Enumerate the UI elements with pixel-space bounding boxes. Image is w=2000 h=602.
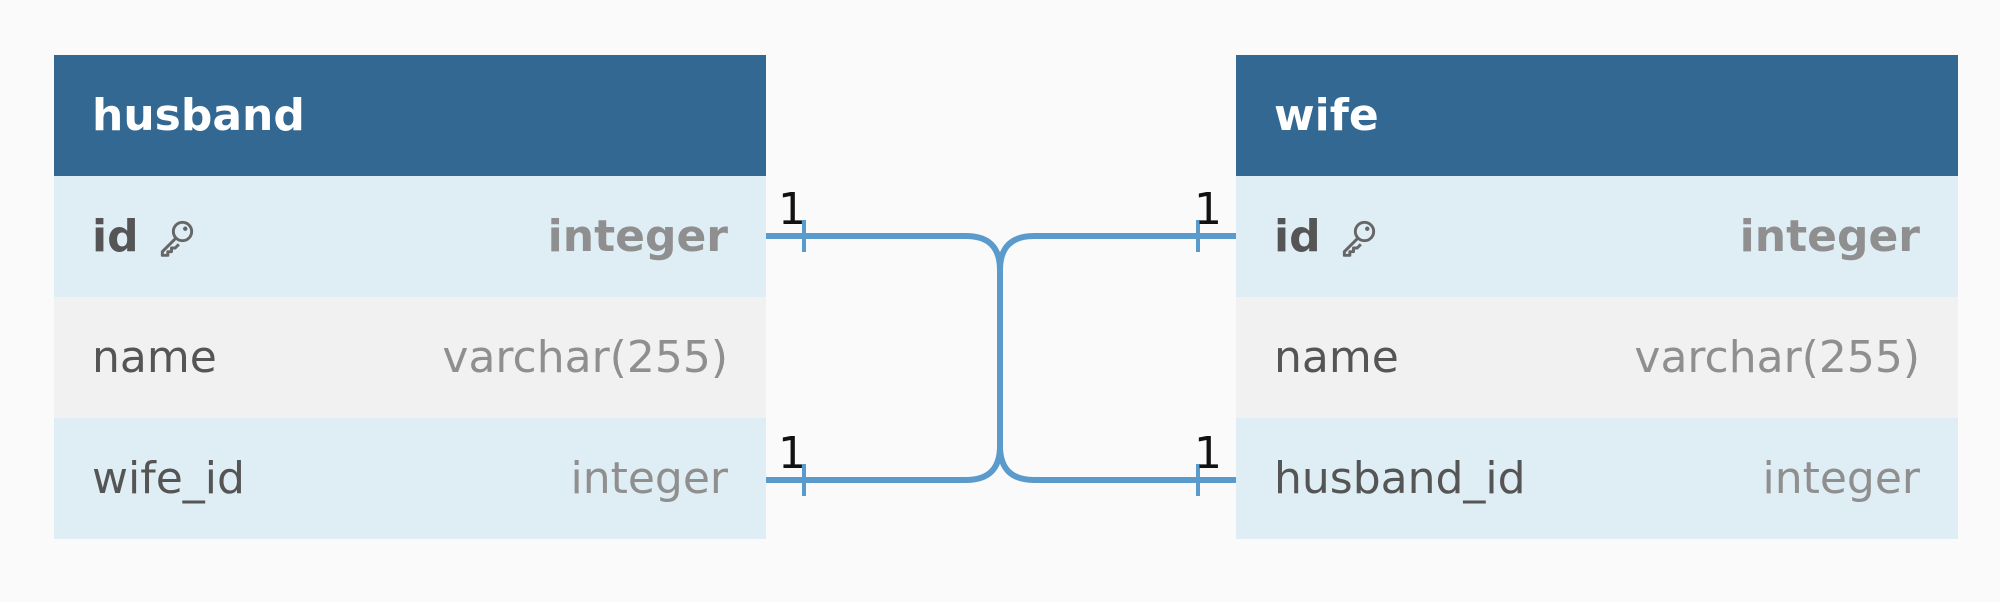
cardinality-label: 1	[1194, 184, 1222, 235]
relationship-line-husband-wife-id-to-wife-id[interactable]	[766, 233, 1236, 483]
column-type: varchar(255)	[1634, 332, 1920, 383]
table-wife[interactable]: wife id integer name varchar(255) husban…	[1236, 55, 1958, 539]
key-icon	[155, 215, 199, 259]
table-husband[interactable]: husband id integer name varchar(255) wif…	[54, 55, 766, 539]
column-type: integer	[570, 453, 728, 504]
column-type: integer	[1762, 453, 1920, 504]
table-header[interactable]: wife	[1236, 55, 1958, 176]
table-row[interactable]: wife_id integer	[54, 418, 766, 539]
relationship-line-husband-id-to-wife-husband-id[interactable]	[766, 233, 1236, 483]
column-name: id	[1274, 211, 1321, 262]
column-type: varchar(255)	[442, 332, 728, 383]
table-row[interactable]: husband_id integer	[1236, 418, 1958, 539]
cardinality-label: 1	[778, 184, 806, 235]
cardinality-label: 1	[778, 428, 806, 479]
cardinality-label: 1	[1194, 428, 1222, 479]
column-name: id	[92, 211, 139, 262]
column-name: name	[92, 332, 217, 383]
table-row[interactable]: id integer	[54, 176, 766, 297]
column-name: name	[1274, 332, 1399, 383]
column-name-cell: id	[92, 211, 199, 262]
table-header[interactable]: husband	[54, 55, 766, 176]
column-name: wife_id	[92, 453, 245, 504]
column-type: integer	[1739, 211, 1920, 262]
column-name: husband_id	[1274, 453, 1526, 504]
column-type: integer	[547, 211, 728, 262]
table-row[interactable]: name varchar(255)	[54, 297, 766, 418]
key-icon	[1337, 215, 1381, 259]
table-row[interactable]: name varchar(255)	[1236, 297, 1958, 418]
column-name-cell: id	[1274, 211, 1381, 262]
table-row[interactable]: id integer	[1236, 176, 1958, 297]
